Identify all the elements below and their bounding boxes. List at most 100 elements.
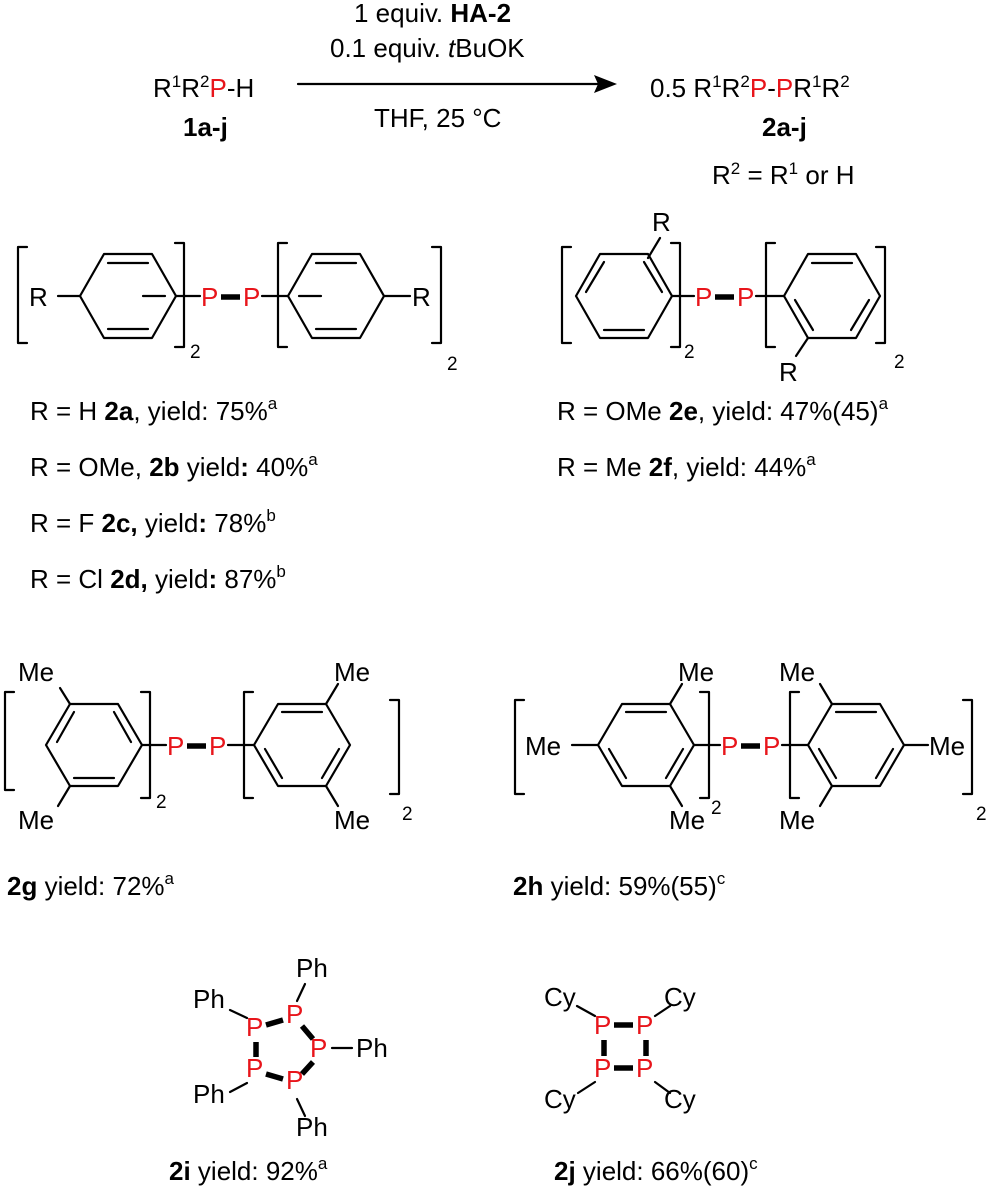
atom-p: P — [246, 1053, 263, 1083]
bond — [793, 298, 815, 332]
bond — [324, 784, 340, 808]
atom-me: Me — [678, 657, 714, 687]
bracket-left — [560, 245, 573, 345]
atom-p: P — [737, 282, 754, 312]
atom-p: P — [246, 1012, 263, 1042]
bond — [646, 236, 662, 260]
aryl-ring — [252, 702, 352, 788]
bond — [112, 710, 133, 744]
aryl-ring — [782, 252, 882, 340]
atom-r: R — [779, 357, 798, 387]
bond — [295, 982, 307, 1003]
atom-me: Me — [18, 657, 54, 687]
bond — [653, 1004, 672, 1018]
bracket-left — [764, 241, 777, 349]
atom-p: P — [201, 282, 218, 312]
bracket-left — [242, 690, 255, 800]
bond — [576, 1080, 597, 1095]
ortho-series-yields: R = OMe 2e, yield: 47%(45)a R = Me 2f, y… — [557, 394, 889, 482]
product-label: 2a-j — [762, 112, 807, 142]
bracket-right — [430, 245, 443, 345]
bracket-right — [173, 241, 186, 349]
bond — [265, 1017, 284, 1028]
atom-me: Me — [334, 805, 370, 835]
bond — [664, 747, 685, 780]
atom-r: R — [652, 207, 671, 237]
yield-2f: R = Me 2f, yield: 44%a — [557, 450, 816, 482]
atom-me: Me — [669, 805, 705, 835]
atom-p: P — [209, 731, 226, 761]
atom-p: P — [243, 282, 260, 312]
atom-ph: Ph — [296, 953, 328, 983]
bracket-right — [388, 698, 401, 796]
compound-2g-structure: Me Me 2 P P Me Me 2 — [3, 657, 413, 835]
bracket-right — [874, 245, 887, 345]
bond — [56, 784, 72, 808]
reagent-line-1: 1 equiv. HA-2 — [354, 0, 511, 28]
bond — [295, 1097, 307, 1118]
bond — [320, 747, 341, 780]
bracket-left — [788, 690, 801, 800]
bond — [849, 298, 871, 332]
atom-me: Me — [779, 657, 815, 687]
atom-ph: Ph — [193, 1079, 225, 1109]
atom-p: P — [636, 1010, 653, 1040]
atom-p: P — [310, 1033, 327, 1063]
bond — [299, 1060, 316, 1076]
yield-2h: 2h yield: 59%(55)c — [513, 869, 726, 901]
atom-me: Me — [334, 657, 370, 687]
aryl-ring — [574, 252, 674, 340]
bond — [228, 1081, 249, 1094]
product-formula: 0.5 R1R2P-PR1R2 — [650, 72, 850, 103]
atom-p: P — [721, 731, 738, 761]
atom-me: Me — [18, 805, 54, 835]
compound-2i-structure: P P P P P Ph Ph Ph Ph Ph — [193, 953, 388, 1142]
bond — [653, 1080, 672, 1095]
bond — [575, 1004, 597, 1018]
compound-2j-structure: P P P P Cy Cy Cy Cy — [544, 982, 696, 1114]
bracket-left — [276, 241, 289, 349]
yield-2e: R = OMe 2e, yield: 47%(45)a — [557, 394, 889, 426]
reaction-conditions: THF, 25 °C — [374, 103, 501, 133]
subscript-2: 2 — [402, 804, 413, 825]
reactant-label: 1a-j — [183, 112, 228, 142]
yield-2a: R = H 2a, yield: 75%a — [30, 394, 278, 426]
bracket-right — [139, 690, 152, 800]
subscript-2: 2 — [156, 792, 167, 813]
reactant-formula: R1R2P-H — [153, 72, 254, 103]
bracket-right — [961, 698, 974, 796]
aryl-ring — [806, 702, 906, 788]
bond — [794, 336, 810, 358]
bond — [299, 1024, 316, 1041]
yield-2b: R = OMe, 2b yield: 40%a — [30, 450, 318, 482]
bond — [55, 710, 76, 744]
subscript-2: 2 — [190, 342, 201, 363]
yield-2c: R = F 2c, yield: 78%b — [30, 506, 276, 538]
bond — [58, 686, 72, 706]
atom-p: P — [286, 999, 303, 1029]
bond — [874, 747, 895, 780]
atom-ph: Ph — [296, 1112, 328, 1142]
reaction-arrowhead — [594, 75, 617, 93]
yield-2d: R = Cl 2d, yield: 87%b — [30, 562, 286, 594]
yield-2g: 2g yield: 72%a — [7, 869, 175, 901]
reagent-line-2: 0.1 equiv. tBuOK — [330, 33, 525, 63]
aryl-ring — [596, 702, 696, 788]
para-series-yields: R = H 2a, yield: 75%a R = OMe, 2b yield:… — [30, 394, 318, 594]
atom-p: P — [636, 1053, 653, 1083]
atom-p: P — [763, 731, 780, 761]
subscript-2: 2 — [684, 342, 695, 363]
atom-r: R — [412, 282, 431, 312]
bond — [263, 747, 284, 780]
bracket-right — [669, 241, 682, 349]
bond — [668, 784, 684, 808]
atom-cy: Cy — [544, 1084, 576, 1114]
bond — [607, 747, 628, 780]
atom-p: P — [594, 1053, 611, 1083]
compound-2h-structure: Me Me Me 2 P P Me Me Me 2 — [513, 657, 987, 835]
subscript-2: 2 — [894, 352, 905, 373]
yield-2j: 2j yield: 66%(60)c — [554, 1154, 758, 1186]
atom-r: R — [29, 282, 48, 312]
bond — [265, 1071, 284, 1082]
